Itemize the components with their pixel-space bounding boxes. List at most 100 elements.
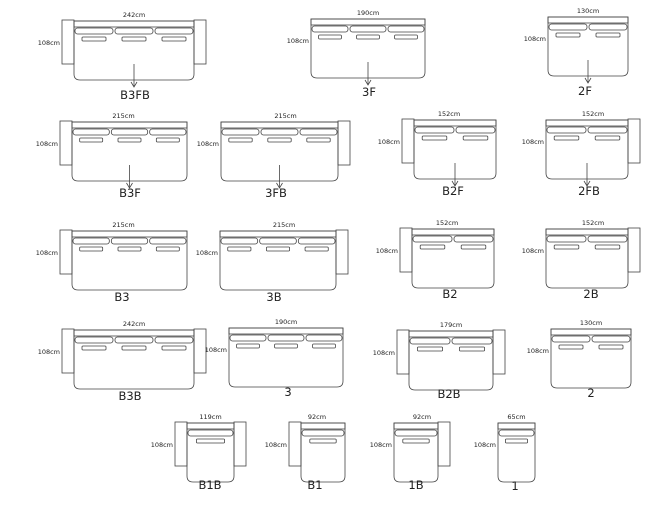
seat-cushion bbox=[551, 335, 591, 343]
pillow bbox=[161, 345, 187, 351]
left-arm bbox=[59, 120, 73, 166]
module-code: B2B bbox=[437, 387, 460, 401]
seat-cushion bbox=[349, 25, 387, 33]
pillow bbox=[462, 135, 489, 141]
left-arm bbox=[61, 328, 75, 374]
seat-cushion bbox=[72, 128, 110, 136]
width-label: 190cm bbox=[275, 318, 297, 326]
seat-cushion bbox=[221, 128, 260, 136]
seat-base-outline bbox=[413, 119, 497, 180]
pillow bbox=[416, 346, 443, 352]
pillow bbox=[421, 135, 448, 141]
left-arm bbox=[61, 19, 75, 65]
width-label: 92cm bbox=[308, 413, 326, 421]
pillow bbox=[79, 137, 104, 143]
back-band bbox=[219, 230, 337, 238]
depth-label: 108cm bbox=[205, 346, 227, 354]
seat-base-outline bbox=[219, 230, 337, 291]
module-code: 2F bbox=[578, 84, 592, 98]
pillow bbox=[558, 344, 584, 350]
pillow bbox=[195, 438, 225, 444]
back-band bbox=[550, 328, 632, 336]
pillow bbox=[265, 246, 290, 252]
depth-label: 108cm bbox=[38, 348, 60, 356]
module-code: 2 bbox=[587, 386, 594, 400]
width-label: 215cm bbox=[112, 221, 134, 229]
seat-base-outline bbox=[393, 422, 439, 483]
seat-cushion bbox=[110, 128, 149, 136]
front-arrow-head bbox=[126, 182, 133, 189]
seat-cushion bbox=[229, 334, 267, 342]
depth-label: 108cm bbox=[265, 441, 287, 449]
back-band bbox=[71, 230, 188, 238]
front-arrow-head bbox=[364, 79, 372, 86]
pillow bbox=[595, 32, 621, 38]
left-arm bbox=[59, 229, 73, 275]
pillow bbox=[312, 343, 336, 349]
seat-cushion bbox=[588, 23, 628, 31]
seat-base-outline bbox=[228, 327, 344, 388]
seat-cushion bbox=[72, 237, 110, 245]
back-band bbox=[411, 228, 495, 236]
seat-base-outline bbox=[73, 20, 195, 81]
pillow bbox=[155, 246, 180, 252]
module-code: 1 bbox=[511, 479, 518, 493]
pillow bbox=[274, 343, 298, 349]
back-band bbox=[71, 121, 188, 129]
pillow bbox=[594, 135, 621, 141]
back-band bbox=[300, 422, 346, 430]
seat-cushion bbox=[311, 25, 349, 33]
back-band bbox=[545, 119, 629, 127]
seat-cushion bbox=[387, 25, 425, 33]
module-code: B1 bbox=[307, 478, 322, 492]
back-band bbox=[547, 16, 629, 24]
pillow bbox=[236, 343, 260, 349]
back-band bbox=[408, 330, 494, 338]
seat-cushion bbox=[412, 235, 453, 243]
module-code: 2B bbox=[583, 287, 598, 301]
right-arm bbox=[233, 421, 247, 467]
pillow bbox=[394, 34, 418, 40]
pillow bbox=[598, 344, 624, 350]
pillow bbox=[356, 34, 380, 40]
module-code: 3B bbox=[266, 290, 281, 304]
pillow bbox=[594, 244, 621, 250]
back-band bbox=[497, 422, 536, 430]
seat-cushion bbox=[455, 126, 496, 134]
pillow bbox=[419, 244, 446, 250]
module-code: B3FB bbox=[120, 88, 150, 102]
depth-label: 108cm bbox=[287, 37, 309, 45]
pillow bbox=[117, 246, 142, 252]
seat-cushion bbox=[187, 429, 234, 437]
seat-base-outline bbox=[300, 422, 346, 483]
seat-cushion bbox=[220, 237, 259, 245]
pillow bbox=[460, 244, 487, 250]
pillow bbox=[555, 32, 581, 38]
seat-cushion bbox=[74, 336, 114, 344]
width-label: 215cm bbox=[112, 112, 134, 120]
width-label: 242cm bbox=[123, 320, 145, 328]
pillow bbox=[553, 135, 580, 141]
seat-cushion bbox=[546, 126, 587, 134]
right-arm bbox=[492, 329, 506, 375]
depth-label: 108cm bbox=[370, 441, 392, 449]
module-code: B2 bbox=[442, 287, 457, 301]
back-band bbox=[186, 422, 235, 430]
module-code: 1B bbox=[408, 478, 423, 492]
seat-cushion bbox=[548, 23, 588, 31]
pillow bbox=[155, 137, 180, 143]
left-arm bbox=[399, 227, 413, 273]
seat-cushion bbox=[297, 237, 336, 245]
right-arm bbox=[627, 118, 641, 164]
depth-label: 108cm bbox=[151, 441, 173, 449]
